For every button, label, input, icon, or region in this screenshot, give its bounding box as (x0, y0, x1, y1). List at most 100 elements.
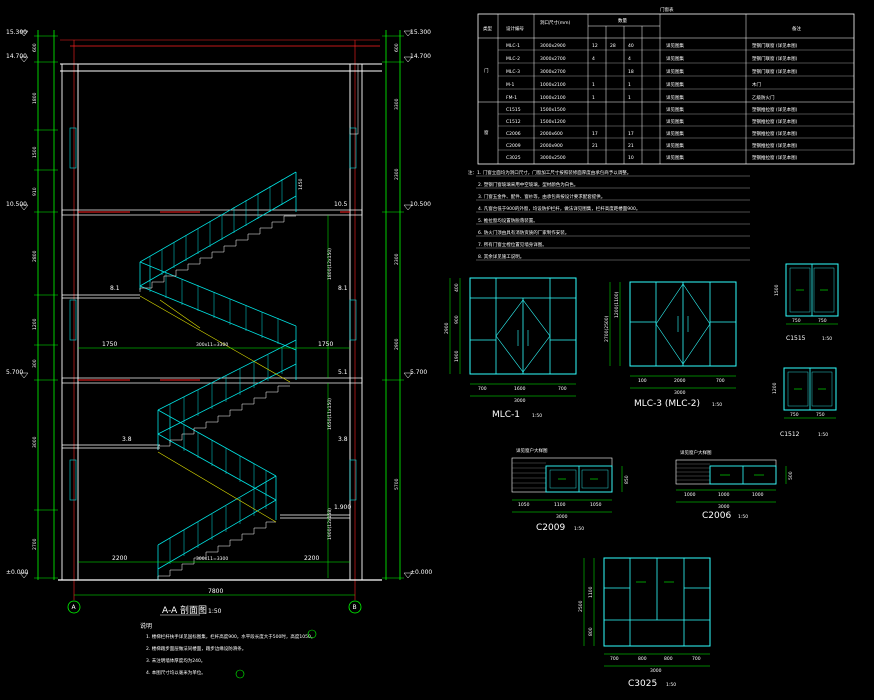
window-c2009: 详见窗户大样图 1050 1100 1050 3000 850 C2009 1:… (511, 447, 630, 533)
top-dim: 1450 (298, 178, 304, 190)
table-title: 门窗表 (660, 6, 674, 13)
stair-flights (139, 171, 297, 580)
dim-right-3: 2300 (394, 253, 400, 265)
mlc3-h0: 1200(1100) (614, 291, 620, 318)
c2006-w1: 1000 (718, 492, 730, 498)
dim-right-0: 600 (394, 43, 400, 52)
group-door: 门 (484, 67, 489, 74)
mlc1-w0: 700 (478, 386, 487, 392)
table-cell: 塑钢推拉窗 (详见本图) (752, 154, 798, 161)
table-cell: MLC-2 (506, 56, 520, 62)
mlc3-w0: 100 (638, 378, 647, 384)
c2009-w1: 1100 (554, 502, 566, 508)
stair-stringers (139, 295, 291, 523)
elev-right-1: 14.700 (410, 53, 431, 60)
c2009-scale: 1:50 (574, 526, 584, 532)
mlc3-total: 3000 (674, 390, 686, 396)
c3025-scale: 1:50 (666, 682, 676, 688)
table-cell: 1000x2100 (540, 95, 566, 101)
table-cell: 塑钢推拉窗 (详见本图) (752, 130, 798, 137)
c2009-total: 3000 (556, 514, 568, 520)
elev-left-3: 5.700 (6, 369, 23, 376)
axis-b: B (353, 604, 357, 611)
table-note: 3. 门窗五金件、配件、窗纱等，由承包商按设计要求配套提供。 (478, 193, 605, 200)
table-cell: C2009 (506, 143, 521, 149)
table-cell: 塑钢推拉窗 (详见本图) (752, 106, 798, 113)
table-cell: 1500x1500 (540, 107, 566, 113)
stair-dim-4: 300x11=3300 (196, 342, 228, 348)
stair-dim-5: 300x11=3300 (196, 556, 228, 562)
th-note: 备注 (792, 25, 801, 32)
table-cell: 塑钢门联窗 (详见本图) (752, 42, 798, 49)
svg-text:1900(12x158): 1900(12x158) (327, 508, 333, 540)
table-cell: C1515 (506, 107, 521, 113)
table-cell: 1 (592, 95, 595, 101)
table-cell: 3000x2500 (540, 155, 566, 161)
th-type: 类型 (483, 25, 492, 32)
table-cell: 详见图集 (666, 94, 684, 101)
th-size: 洞口尺寸(mm) (540, 19, 571, 26)
level-1a: 8.1 (110, 285, 120, 292)
c3025-w2: 800 (664, 656, 673, 662)
table-cell: 21 (628, 143, 634, 149)
table-cell: 10 (628, 155, 634, 161)
table-note: 7. 所有门窗立樘位置见墙身详图。 (478, 241, 547, 248)
table-cell: 4 (592, 56, 595, 62)
table-cell: 详见图集 (666, 42, 684, 49)
th-code: 设计编号 (506, 25, 524, 32)
mlc3-w2: 700 (716, 378, 725, 384)
table-cell: 40 (628, 43, 634, 49)
section-note-0: 1. 楼梯栏杆扶手详见国标图集，栏杆高度900，水平段长度大于500时，高度10… (146, 633, 315, 640)
elev-left-0: 15.300 (6, 29, 27, 36)
table-cell: 17 (592, 131, 598, 137)
table-cell: 乙级防火门 (752, 94, 775, 101)
table-cell: 详见图集 (666, 68, 684, 75)
level-3b: 3.8 (338, 436, 348, 443)
stair-balusters (149, 179, 283, 564)
stair-dim-0: 1750 (102, 341, 117, 348)
c3025-h0: 2500 (578, 600, 584, 612)
level-1b: 8.1 (338, 285, 348, 292)
table-cell: 塑钢推拉窗 (详见本图) (752, 118, 798, 125)
c2006-w0: 1000 (684, 492, 696, 498)
table-cell: 4 (628, 56, 631, 62)
dim-left-2: 1500 (32, 146, 38, 158)
c2006-h: 500 (788, 471, 794, 480)
table-cell: 1 (628, 95, 631, 101)
c1512-h: 1200 (772, 382, 778, 394)
c3025-w0: 700 (610, 656, 619, 662)
level-0: 10.5 (334, 201, 348, 208)
table-cell: 3000x2700 (540, 69, 566, 75)
table-cell: 1500x1200 (540, 119, 566, 125)
table-note: 2. 塑钢门窗玻璃采用中空玻璃，型材颜色为白色。 (478, 181, 578, 188)
mlc1-name: MLC-1 (492, 410, 520, 420)
level-4: 1.900 (334, 504, 351, 511)
window-c2006: 详见窗户大样图 1000 1000 1000 3000 500 C2006 1:… (675, 449, 794, 521)
c1515-scale: 1:50 (822, 336, 832, 342)
mlc3-scale: 1:50 (712, 402, 722, 408)
c1515-w0: 750 (792, 318, 801, 324)
dim-left-7: 3000 (32, 436, 38, 448)
level-2: 5.1 (338, 369, 348, 376)
c1512-w0: 750 (790, 412, 799, 418)
window-mlc3: 100 2000 700 3000 1200(1100) 2700(2500) … (604, 281, 737, 409)
section-title: A-A 剖面图 (162, 604, 207, 616)
table-note: 6. 防火门须由具有消防资质的厂家制作安装。 (478, 229, 569, 236)
th-count: 数量 (618, 17, 627, 24)
c2006-scale: 1:50 (738, 514, 748, 520)
table-cell: FM-1 (506, 95, 517, 101)
c3025-w3: 700 (692, 656, 701, 662)
section-note-3: 4. 本图尺寸均以毫米为单位。 (146, 669, 206, 676)
window-c1512: 750 750 1200 C1512 1:50 (772, 367, 837, 438)
svg-text:1800(12x150): 1800(12x150) (327, 248, 333, 280)
table-cell: MLC-1 (506, 43, 520, 49)
mlc1-total: 3000 (514, 398, 526, 404)
dim-right-2: 2300 (394, 168, 400, 180)
table-cell: 详见图集 (666, 142, 684, 149)
c1515-w1: 750 (818, 318, 827, 324)
section-scale: 1:50 (208, 608, 222, 615)
elev-left-2: 10.500 (6, 201, 27, 208)
c3025-h1: 1100 (588, 586, 594, 598)
